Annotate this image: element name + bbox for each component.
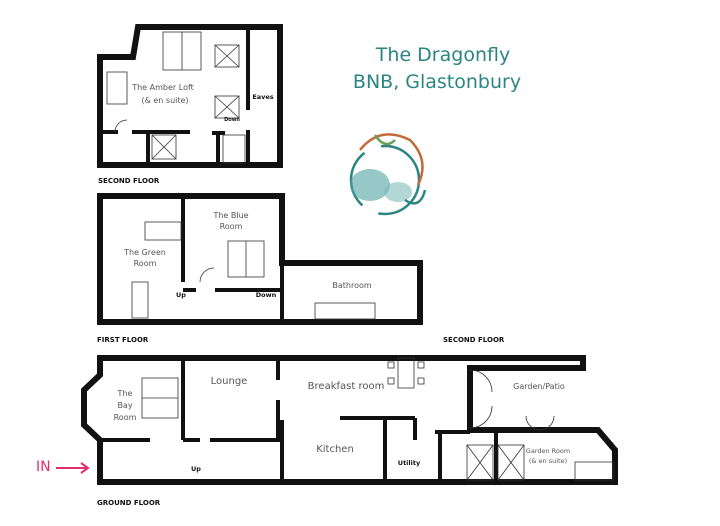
- ground-floor-walls: [81, 355, 618, 485]
- room-label-bay-2: Bay: [117, 401, 133, 410]
- first-floor-walls: [97, 193, 423, 325]
- title-line-1: The Dragonfly: [375, 44, 511, 66]
- room-label-garden-room: Garden Room: [525, 447, 571, 455]
- title-line-2: BNB, Glastonbury: [352, 71, 522, 93]
- room-label-breakfast: Breakfast room: [307, 381, 385, 392]
- room-label-green-1: The Green: [124, 248, 166, 257]
- floor-label-second-right: SECOND FLOOR: [443, 336, 505, 344]
- stairs-down-label: Down: [224, 117, 240, 123]
- room-label-eaves: Eaves: [252, 93, 274, 101]
- entrance-label: IN: [36, 459, 51, 475]
- room-label-kitchen: Kitchen: [316, 444, 354, 455]
- room-label-blue-2: Room: [219, 222, 243, 231]
- floor-label-ground: GROUND FLOOR: [97, 499, 161, 507]
- room-label-amber-loft: The Amber Loft: [132, 83, 194, 92]
- dragonfly-logo: [349, 133, 427, 216]
- room-label-utility: Utility: [397, 459, 421, 467]
- stairs-down-label-first: Down: [255, 291, 277, 299]
- room-label-garden-room-sub: (& en suite): [528, 457, 568, 465]
- room-label-green-2: Room: [133, 259, 157, 268]
- second-floor-walls: [97, 24, 283, 168]
- stairs-up-label-ground: Up: [191, 465, 201, 473]
- room-label-bay-3: Room: [113, 413, 137, 422]
- room-label-bay-1: The: [117, 389, 133, 398]
- floor-label-first: FIRST FLOOR: [97, 336, 149, 344]
- room-label-lounge: Lounge: [210, 376, 248, 387]
- stairs-up-label: Up: [176, 291, 186, 299]
- room-label-bathroom: Bathroom: [332, 281, 372, 290]
- floor-label-second: SECOND FLOOR: [98, 177, 160, 185]
- room-label-amber-loft-sub: (& en suite): [141, 96, 189, 105]
- room-label-garden-patio: Garden/Patio: [513, 382, 565, 391]
- arrow-right-icon: [56, 462, 90, 474]
- room-label-blue-1: The Blue: [213, 211, 249, 220]
